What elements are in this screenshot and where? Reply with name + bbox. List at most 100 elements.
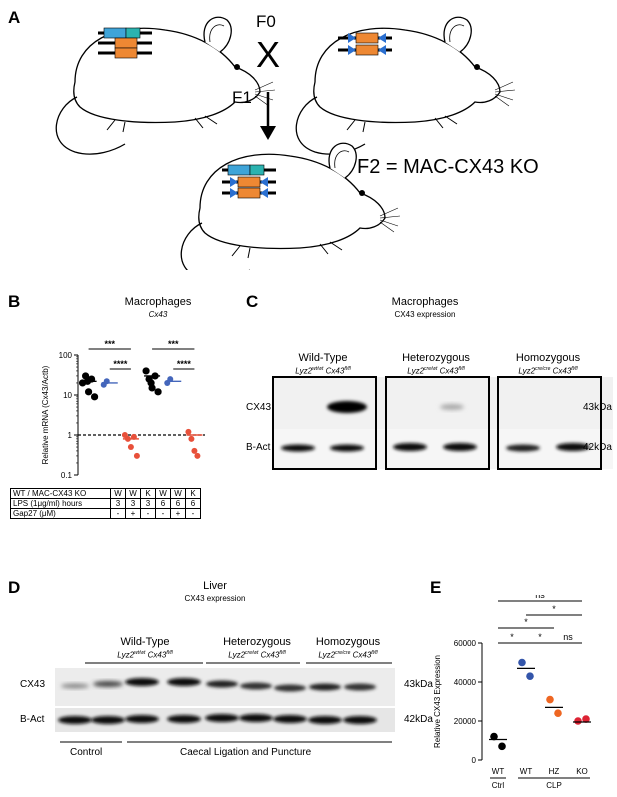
panel-c-subtitle: CX43 expression: [394, 310, 456, 319]
b-table-cell: 6: [155, 498, 171, 509]
b-sig-inner-right: ****: [177, 359, 192, 369]
b-table-row-label: LPS (1μg/ml) hours: [10, 498, 111, 509]
panel-a-diagram: [55, 16, 516, 270]
b-table-cell: -: [140, 508, 156, 519]
b-data-point: [84, 388, 93, 396]
panel-e-letter: E: [430, 578, 442, 597]
d-group-hom: Homozygous: [315, 636, 381, 648]
e-data-point: [546, 695, 554, 704]
panel-d-letter: D: [8, 578, 21, 597]
e-xtick-label: WT: [520, 767, 533, 776]
b-table-cell: 3: [110, 498, 126, 509]
e-xtick-label: WT: [492, 767, 505, 776]
c-row-bact: B-Act: [246, 442, 271, 453]
b-data-point: [167, 376, 174, 383]
b-table-cell: K: [185, 488, 201, 499]
b-data-point: [133, 452, 140, 459]
c-row-cx43: CX43: [246, 402, 272, 413]
b-table-cell: W: [125, 488, 141, 499]
d-clp-label: Caecal Ligation and Puncture: [180, 747, 312, 758]
b-data-point: [191, 447, 198, 454]
b-data-point: [188, 435, 195, 442]
e-data-point: [582, 715, 590, 723]
d-row-cx43: CX43: [20, 679, 46, 690]
e-sig-ns-right: ns: [563, 632, 573, 642]
b-data-point: [154, 388, 162, 396]
b-table-cell: 3: [125, 498, 141, 509]
b-data-point: [90, 393, 99, 401]
b-ytick-label: 10: [63, 391, 72, 400]
panel-c-title: Macrophages: [391, 296, 459, 308]
b-ytick-label: 1: [68, 431, 73, 440]
e-data-point: [526, 672, 534, 680]
b-sig-inner-left: ****: [113, 359, 128, 369]
f0-label: F0: [256, 12, 276, 31]
e-sig-star2: *: [524, 617, 528, 627]
panel-c-blot: [272, 376, 613, 470]
e-sig-star4: *: [538, 632, 542, 642]
e-group-ctrl: Ctrl: [492, 781, 505, 790]
e-data-point: [490, 732, 498, 741]
b-data-point: [142, 367, 150, 375]
e-ytick-label: 20000: [454, 717, 477, 726]
b-table-cell: K: [140, 488, 156, 499]
b-table-cell: -: [155, 508, 171, 519]
b-table-cell: -: [110, 508, 126, 519]
c-group-wt: Wild-Type: [298, 352, 348, 364]
c-kda-cx43: 43kDa: [583, 402, 612, 413]
d-group-wt: Wild-Type: [120, 636, 170, 648]
b-table-row-label: WT / MAC-CX43 KO: [10, 488, 111, 499]
b-table-cell: W: [110, 488, 126, 499]
e-xtick-label: KO: [576, 767, 588, 776]
b-table-cell: -: [185, 508, 201, 519]
b-ytick-label: 0.1: [61, 471, 73, 480]
d-kda-bact: 42kDa: [404, 714, 433, 725]
b-data-point: [194, 452, 201, 459]
b-sig-top-left: ***: [104, 339, 115, 349]
e-data-point: [498, 742, 506, 751]
e-sig-ns-top: ns: [535, 595, 545, 600]
e-group-clp: CLP: [546, 781, 562, 790]
panel-b-letter: B: [8, 292, 21, 311]
panel-a-letter: A: [8, 8, 21, 27]
c-genotype-wt: Lyz2wt/wt Cx43fl/fl: [295, 366, 351, 376]
c-genotype-het: Lyz2cre/wt Cx43fl/fl: [407, 366, 465, 376]
f1-label: F1: [232, 88, 252, 107]
e-sig-star1: *: [552, 604, 556, 614]
b-table-row-label: Gap27 (μM): [10, 508, 111, 519]
b-data-point: [185, 428, 192, 435]
e-ylabel: Relative CX43 Expression: [433, 655, 442, 748]
b-table-row: Gap27 (μM)-+--+-: [10, 508, 201, 519]
panel-d-subtitle: CX43 expression: [184, 594, 246, 603]
e-ytick-label: 0: [472, 756, 477, 765]
panel-d-blot: [55, 662, 395, 743]
b-table-cell: W: [170, 488, 186, 499]
c-group-hom: Homozygous: [515, 352, 581, 364]
b-data-point: [147, 379, 155, 387]
b-table-cell: 6: [185, 498, 201, 509]
e-sig-star3: *: [510, 632, 514, 642]
b-table-cell: 3: [140, 498, 156, 509]
b-table-cell: 6: [170, 498, 186, 509]
c-kda-bact: 42kDa: [583, 442, 612, 453]
b-table-cell: W: [155, 488, 171, 499]
panel-c-letter: C: [246, 292, 259, 311]
e-data-point: [554, 709, 562, 717]
b-ytick-label: 100: [59, 351, 73, 360]
panel-b-title: Macrophages: [124, 296, 192, 308]
d-control-label: Control: [70, 747, 103, 758]
d-group-het: Heterozygous: [223, 636, 291, 648]
d-kda-cx43: 43kDa: [404, 679, 433, 690]
b-table-cell: +: [170, 508, 186, 519]
d-genotype-het: Lyz2cre/wt Cx43fl/fl: [228, 650, 286, 660]
e-data-point: [574, 717, 582, 725]
f2-label: F2 = MAC-CX43 KO: [357, 156, 539, 178]
cross-symbol: X: [256, 34, 281, 75]
panel-d-title: Liver: [203, 580, 227, 592]
c-group-het: Heterozygous: [402, 352, 470, 364]
